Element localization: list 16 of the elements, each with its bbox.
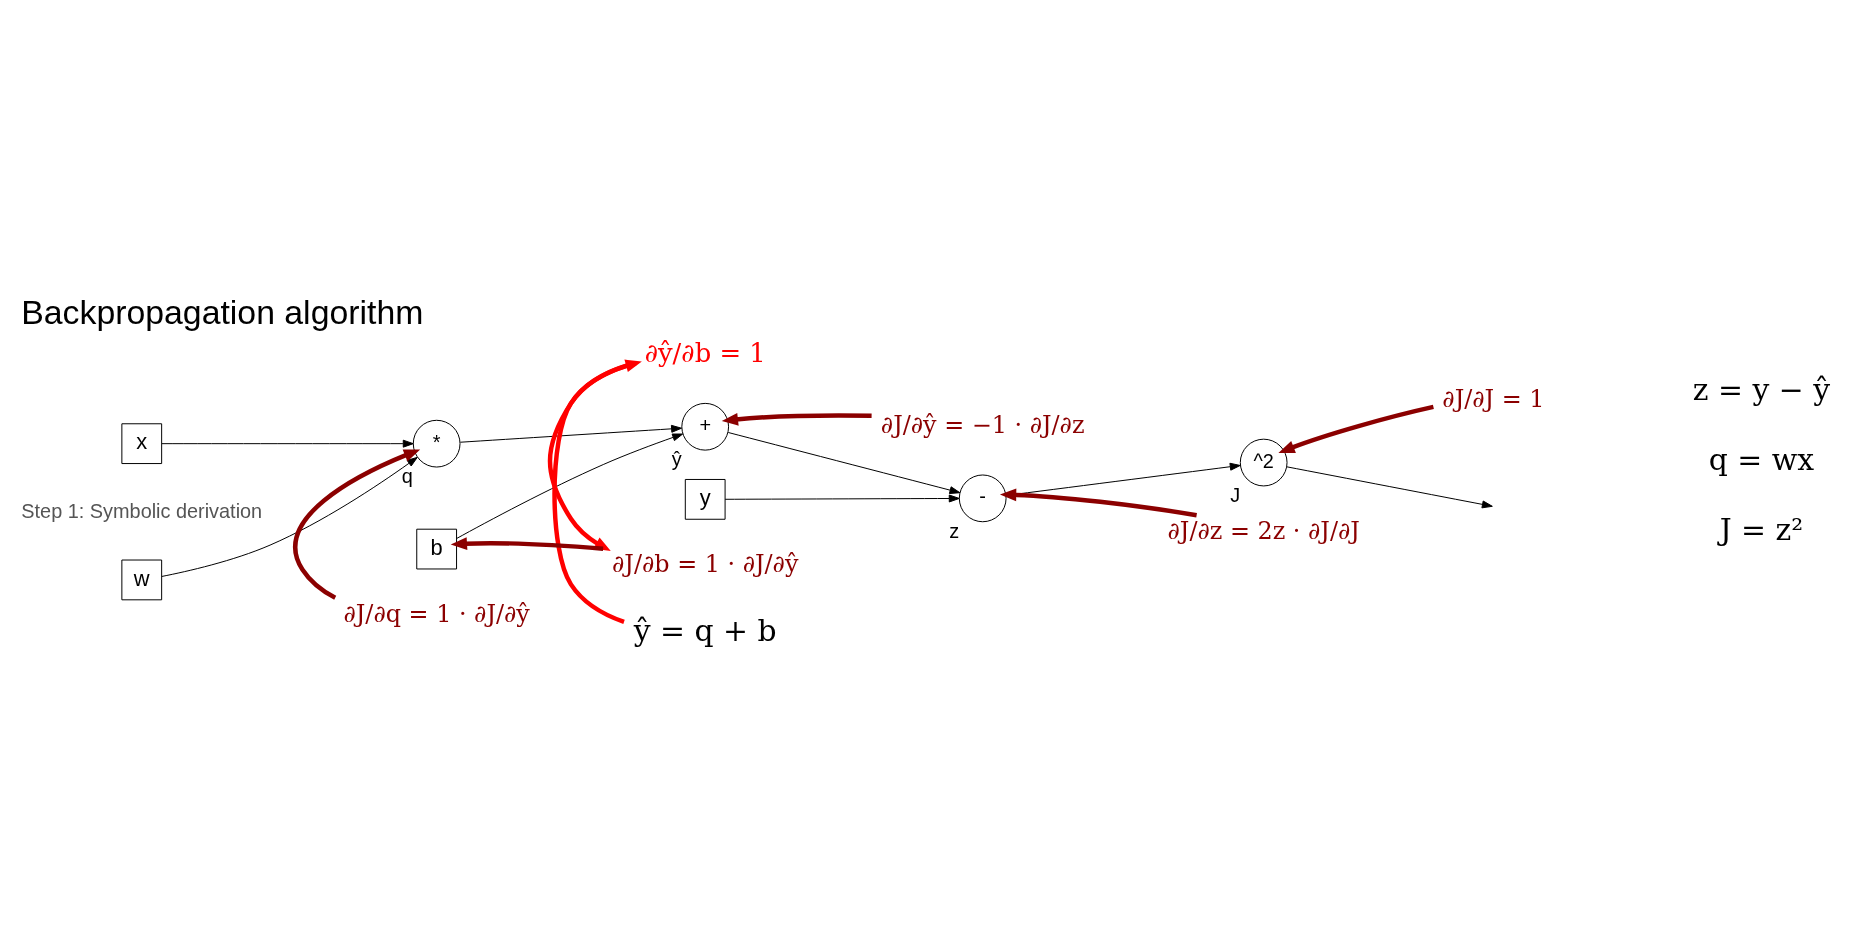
- label: q = wx: [1708, 441, 1815, 477]
- label: Step 1: Symbolic derivation: [21, 499, 263, 522]
- node-text: ∂J/∂b = 1 · ∂J/∂ŷ: [612, 549, 799, 578]
- node-text: ∂ŷ/∂b = 1: [644, 337, 766, 368]
- node-label: q: [401, 464, 413, 487]
- node-label: ŷ: [671, 447, 682, 470]
- node-label: z: [949, 519, 960, 542]
- label: z = y − ŷ: [1692, 371, 1831, 407]
- node-text: ∂J/∂J = 1: [1442, 384, 1545, 413]
- node-text: ∂J/∂q = 1 · ∂J/∂ŷ: [343, 599, 530, 628]
- label: J = z²: [1719, 511, 1804, 547]
- node-label: J: [1230, 483, 1241, 506]
- diagram-title: Backpropagation algorithm: [21, 292, 424, 331]
- node-text: ŷ = q + b: [633, 612, 777, 648]
- node-text: ∂J/∂z = 2z · ∂J/∂J: [1167, 516, 1360, 545]
- node-text: ∂J/∂ŷ = −1 · ∂J/∂z: [880, 410, 1085, 439]
